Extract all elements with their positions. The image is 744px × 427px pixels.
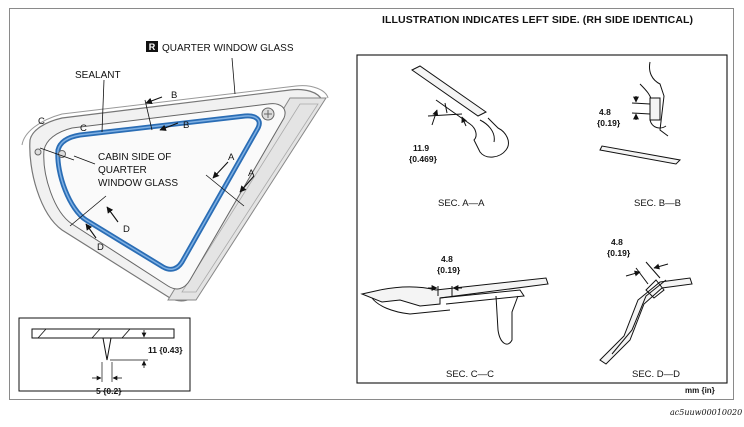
section-a-title: SEC. A—A <box>438 198 485 209</box>
units-label: mm {in} <box>685 386 715 395</box>
section-c-title: SEC. C—C <box>446 369 494 380</box>
section-letter-d-inner: D <box>123 224 130 235</box>
cabin-side-label-1: CABIN SIDE OF <box>98 152 171 163</box>
section-c-dim-mm: 4.8 <box>441 254 453 264</box>
illustration-note: ILLUSTRATION INDICATES LEFT SIDE. (RH SI… <box>382 14 694 26</box>
section-letter-c-outer: C <box>38 116 45 127</box>
section-b-title: SEC. B—B <box>634 198 681 209</box>
sealant-label: SEALANT <box>75 70 121 81</box>
badge-letter: R <box>149 42 156 52</box>
section-letter-a-top: A <box>228 152 235 163</box>
sections-panel <box>356 54 728 384</box>
section-c-dim-in: {0.19} <box>437 265 461 275</box>
figure-code: ac5uuw00010020 <box>670 408 743 417</box>
section-letter-b-top: B <box>171 90 177 101</box>
sealant-detail-drawing <box>31 328 175 382</box>
section-d-dim-mm: 4.8 <box>611 237 623 247</box>
section-letter-d-outer: D <box>97 242 104 253</box>
section-arrows <box>85 96 255 239</box>
section-a-dim-mm: 11.9 <box>413 143 429 153</box>
cabin-side-label-3: WINDOW GLASS <box>98 178 178 189</box>
section-letter-c-inner: C <box>80 123 87 134</box>
callout-leaders <box>39 57 245 227</box>
section-b-drawing <box>599 61 682 165</box>
section-letter-b-bottom: B <box>183 120 189 131</box>
section-d-dim-in: {0.19} <box>607 248 631 258</box>
section-letter-a-bottom: A <box>248 168 255 179</box>
section-b-dim-mm: 4.8 <box>599 107 611 117</box>
section-c-drawing <box>360 277 549 345</box>
part-name-label: QUARTER WINDOW GLASS <box>162 43 294 54</box>
section-d-title: SEC. D—D <box>632 369 680 380</box>
sealant-height-dimension: 11 {0.43} <box>148 345 183 355</box>
section-a-dim-in: {0.469} <box>409 154 438 164</box>
reference-badge <box>146 41 158 52</box>
section-b-dim-in: {0.19} <box>597 118 621 128</box>
section-a-drawing <box>411 65 509 158</box>
section-d-drawing <box>599 261 693 365</box>
quarter-window-drawing <box>21 85 329 302</box>
sealant-width-dimension: 5 {0.2} <box>96 386 122 396</box>
cabin-side-label-2: QUARTER <box>98 165 147 176</box>
